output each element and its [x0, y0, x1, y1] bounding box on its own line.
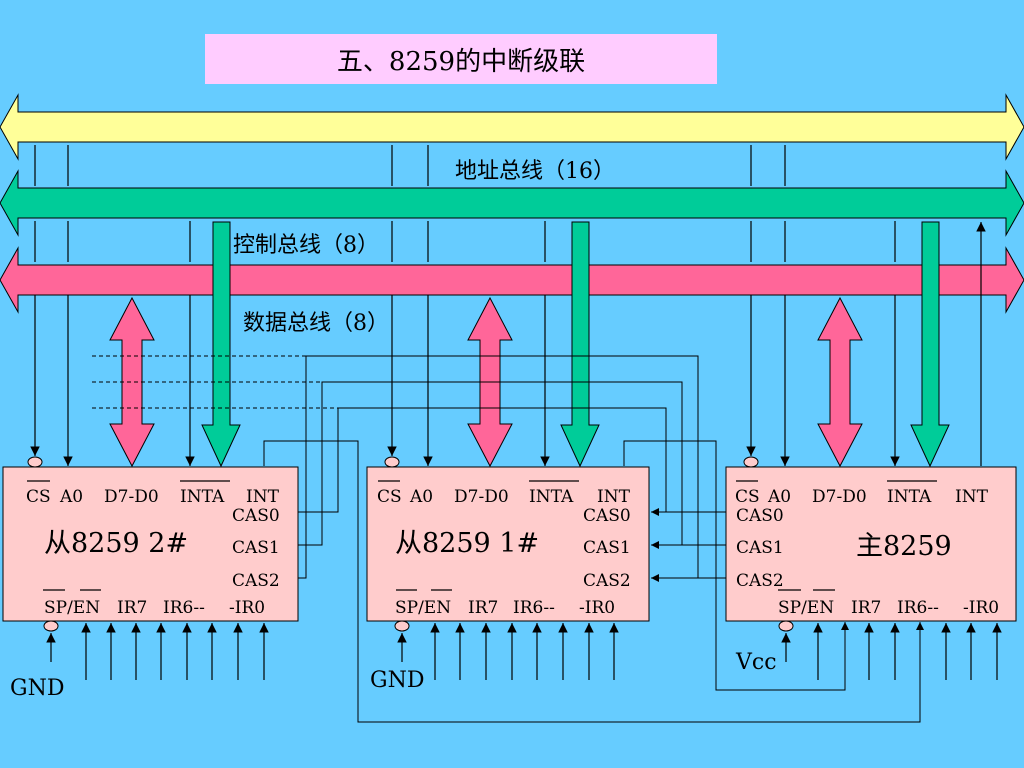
- data-arrow-slave2: [109, 296, 155, 468]
- vcc-label: Vcc: [735, 650, 777, 675]
- pin-ir7: IR7: [851, 598, 881, 618]
- pin-cas2: CAS2: [583, 571, 631, 591]
- pin-int: INT: [955, 487, 989, 507]
- control-bus-label: 控制总线（8）: [233, 233, 379, 258]
- slave1-pins: CS A0 D7-D0 INTA INT CAS0 CAS1 CAS2 从825…: [377, 487, 631, 618]
- gnd-label-mid: GND: [370, 668, 424, 693]
- inta-arrow-slave2: [201, 221, 241, 468]
- inversion-bubbles: [27, 456, 794, 632]
- pin-int: INT: [597, 487, 631, 507]
- pin-ir7: IR7: [117, 598, 147, 618]
- pin-ir0: -IR0: [963, 598, 999, 618]
- pin-ir0: -IR0: [579, 598, 615, 618]
- pin-cas1: CAS1: [232, 538, 280, 558]
- pin-data: D7-D0: [454, 487, 509, 507]
- pin-int: INT: [246, 487, 280, 507]
- pin-a0: A0: [767, 487, 791, 507]
- address-bus-label: 地址总线（16）: [455, 159, 615, 184]
- pin-data: D7-D0: [812, 487, 867, 507]
- pin-a0: A0: [409, 487, 433, 507]
- title-box: [205, 34, 717, 84]
- inta-arrow-master: [910, 221, 950, 468]
- pin-inta: INTA: [887, 487, 932, 507]
- pin-cs: CS: [377, 487, 402, 507]
- chip-name-master: 主8259: [856, 531, 952, 562]
- master-pins: CS A0 D7-D0 INTA INT CAS0 CAS1 CAS2 主825…: [735, 487, 999, 618]
- bus-tap-lines: [34, 145, 896, 262]
- overbars: [27, 480, 937, 591]
- data-bus: [0, 246, 1024, 314]
- pin-cas1: CAS1: [736, 538, 784, 558]
- address-bus: [0, 93, 1024, 161]
- pin-inta: INTA: [529, 487, 574, 507]
- pin-sp-en: SP/EN: [44, 598, 100, 618]
- pin-cas2: CAS2: [736, 571, 784, 591]
- pin-data: D7-D0: [104, 487, 159, 507]
- pin-cas2: CAS2: [232, 571, 280, 591]
- pin-a0: A0: [59, 487, 83, 507]
- pin-cas0: CAS0: [232, 506, 280, 526]
- data-arrow-master: [817, 296, 863, 468]
- slave2-pins: CS A0 D7-D0 INTA INT CAS0 CAS1 CAS2 从825…: [26, 487, 280, 618]
- page-title: 五、8259的中断级联: [337, 47, 585, 77]
- cas-wiring: [263, 355, 924, 723]
- gnd-label-left: GND: [10, 676, 64, 701]
- cascade-dashed-lines: [92, 355, 338, 409]
- pin-ir0: -IR0: [229, 598, 265, 618]
- chip-name-slave1: 从8259 1#: [395, 528, 539, 559]
- pin-cas1: CAS1: [583, 538, 631, 558]
- control-bus: [0, 169, 1024, 237]
- pin-ir6: IR6--: [163, 598, 205, 618]
- chip-slave-1: [366, 466, 650, 622]
- pin-cas0: CAS0: [736, 506, 784, 526]
- pin-sp-en: SP/EN: [395, 598, 451, 618]
- inta-arrow-slave1: [560, 221, 600, 468]
- ir-input-arrows: [46, 623, 1002, 680]
- pin-ir7: IR7: [468, 598, 498, 618]
- pin-cs: CS: [735, 487, 760, 507]
- pin-cas0: CAS0: [583, 506, 631, 526]
- pin-ir6: IR6--: [513, 598, 555, 618]
- chip-name-slave2: 从8259 2#: [44, 528, 188, 559]
- chip-slave-2: [2, 466, 299, 622]
- pin-cs: CS: [26, 487, 51, 507]
- pin-sp-en: SP/EN: [778, 598, 834, 618]
- data-bus-label: 数据总线（8）: [243, 311, 389, 336]
- pin-inta: INTA: [180, 487, 225, 507]
- pin-ir6: IR6--: [897, 598, 939, 618]
- chip-master: [725, 466, 1017, 622]
